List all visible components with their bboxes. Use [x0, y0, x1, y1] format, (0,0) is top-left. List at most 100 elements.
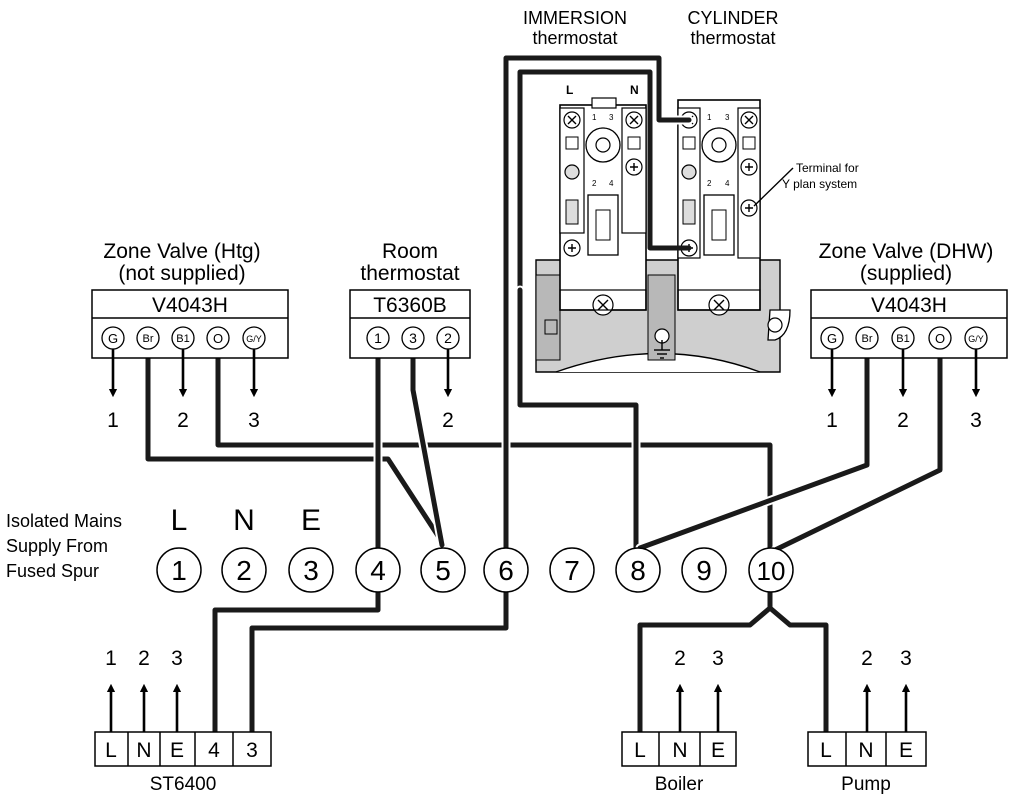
- dhw-terminal-g: G: [827, 331, 837, 346]
- room-terminal-2: 2: [444, 330, 452, 346]
- room-terminal-3: 3: [409, 330, 417, 346]
- zone-valve-dhw-model: V4043H: [871, 294, 947, 317]
- mains-letter-l: L: [171, 504, 188, 537]
- htg-terminal-o: O: [213, 331, 223, 346]
- wire-room-3-to-5: [410, 346, 445, 548]
- room-terminal-1: 1: [374, 330, 382, 346]
- dhw-terminal-br: Br: [862, 333, 873, 345]
- st6400-input-2: 2: [138, 647, 150, 670]
- terminal-6: 6: [498, 555, 514, 586]
- wire-10-to-pump-l: [767, 589, 829, 735]
- immersion-title-line1: IMMERSION: [523, 8, 627, 28]
- cylinder-terminal-2: 2: [707, 179, 712, 188]
- cylinder-terminal-3: 3: [725, 113, 730, 122]
- wire-10-to-boiler-l: [637, 589, 773, 735]
- boiler-cell-n: N: [672, 739, 687, 762]
- mains-letter-e: E: [301, 504, 321, 537]
- wire-htg-br-to-5: [145, 346, 447, 548]
- zone-valve-htg-model: V4043H: [152, 294, 228, 317]
- room-thermostat-title: Room: [382, 240, 438, 263]
- room-thermostat-model: T6360B: [373, 294, 447, 317]
- immersion-terminal-4: 4: [609, 179, 614, 188]
- terminal-8: 8: [630, 555, 646, 586]
- boiler-input-3: 3: [712, 647, 724, 670]
- earth-icon: [654, 328, 670, 359]
- htg-terminal-g: G: [108, 331, 118, 346]
- terminal-2: 2: [236, 555, 252, 586]
- immersion-terminal-2: 2: [592, 179, 597, 188]
- mains-label-line2: Supply From: [6, 536, 108, 556]
- boiler: 2 3 L N E Boiler: [621, 647, 737, 795]
- room-output-2: 2: [442, 409, 454, 432]
- st6400-input-3: 3: [171, 647, 183, 670]
- cylinder-thermostat-body: 1 3 2 4: [677, 99, 761, 316]
- y-plan-label-line1: Terminal for: [796, 161, 859, 175]
- terminal-strip: 1 2 3 4 5 6 7 8 9 10: [156, 547, 794, 593]
- htg-terminal-br: Br: [143, 333, 154, 345]
- wires: [143, 53, 945, 735]
- cylinder-title-line2: thermostat: [690, 28, 775, 48]
- pump-cell-n: N: [858, 739, 873, 762]
- terminal-9: 9: [696, 555, 712, 586]
- dhw-terminal-o: O: [935, 331, 945, 346]
- st6400-input-1: 1: [105, 647, 117, 670]
- htg-terminal-gy: G/Y: [246, 334, 262, 344]
- st6400-cell-4: 4: [208, 739, 220, 762]
- zone-valve-dhw-title: Zone Valve (DHW): [819, 240, 994, 263]
- wire-thermostat-to-8: [517, 287, 639, 551]
- st6400-cell-3: 3: [246, 739, 258, 762]
- y-plan-label-line2: Y plan system: [782, 177, 857, 191]
- cylinder-title-line1: CYLINDER: [687, 8, 778, 28]
- htg-output-2: 2: [177, 409, 189, 432]
- mains-supply: Isolated Mains Supply From Fused Spur L …: [6, 504, 321, 581]
- y-plan-pointer: [753, 167, 794, 207]
- terminal-5: 5: [435, 555, 451, 586]
- wire-cylinder-link: [517, 69, 692, 313]
- mains-letter-n: N: [233, 504, 255, 537]
- immersion-terminal-1: 1: [592, 113, 597, 122]
- htg-output-1: 1: [107, 409, 119, 432]
- thermostat-label-l: L: [566, 83, 573, 97]
- terminal-3: 3: [303, 555, 319, 586]
- pump-cell-l: L: [820, 739, 832, 762]
- immersion-title-line2: thermostat: [532, 28, 617, 48]
- pump-input-2: 2: [861, 647, 873, 670]
- cylinder-terminal-1: 1: [707, 113, 712, 122]
- pump-input-3: 3: [900, 647, 912, 670]
- wire-6-to-st6400-3: [249, 589, 509, 735]
- terminal-7: 7: [564, 555, 580, 586]
- dhw-output-3: 3: [970, 409, 982, 432]
- thermostat-label-n: N: [630, 83, 639, 97]
- cylinder-terminal-4: 4: [725, 179, 730, 188]
- immersion-thermostat-body: 1 3 2 4: [559, 97, 647, 316]
- thermostat-assembly: 1 3 2 4: [535, 83, 859, 373]
- pump-name: Pump: [841, 774, 891, 795]
- st6400-cell-l: L: [105, 739, 117, 762]
- room-thermostat-subtitle: thermostat: [360, 262, 459, 285]
- wire-4-to-st6400-4: [212, 589, 381, 735]
- boiler-name: Boiler: [655, 774, 704, 795]
- dhw-terminal-gy: G/Y: [968, 334, 984, 344]
- st6400: 1 2 3 L N E 4 3 ST6400: [94, 647, 272, 795]
- htg-output-3: 3: [248, 409, 260, 432]
- wire-dhw-o-to-10: [772, 346, 943, 553]
- wire-6-to-cylinder-1: [503, 55, 692, 551]
- room-thermostat: Room thermostat T6360B 1 3 2 2: [349, 240, 471, 432]
- zone-valve-dhw-subtitle: (supplied): [860, 262, 952, 285]
- st6400-name: ST6400: [150, 774, 217, 795]
- terminal-1: 1: [171, 555, 187, 586]
- zone-valve-htg-title: Zone Valve (Htg): [103, 240, 260, 263]
- pump-cell-e: E: [899, 739, 913, 762]
- zone-valve-htg: Zone Valve (Htg) (not supplied) V4043H G…: [91, 240, 289, 432]
- boiler-input-2: 2: [674, 647, 686, 670]
- zone-valve-dhw: Zone Valve (DHW) (supplied) V4043H G Br …: [810, 240, 1008, 432]
- st6400-cell-e: E: [170, 739, 184, 762]
- boiler-cell-e: E: [711, 739, 725, 762]
- immersion-terminal-3: 3: [609, 113, 614, 122]
- dhw-output-1: 1: [826, 409, 838, 432]
- dhw-terminal-b1: B1: [896, 333, 909, 345]
- mains-label-line1: Isolated Mains: [6, 511, 122, 531]
- boiler-cell-l: L: [634, 739, 646, 762]
- terminal-10: 10: [757, 556, 786, 586]
